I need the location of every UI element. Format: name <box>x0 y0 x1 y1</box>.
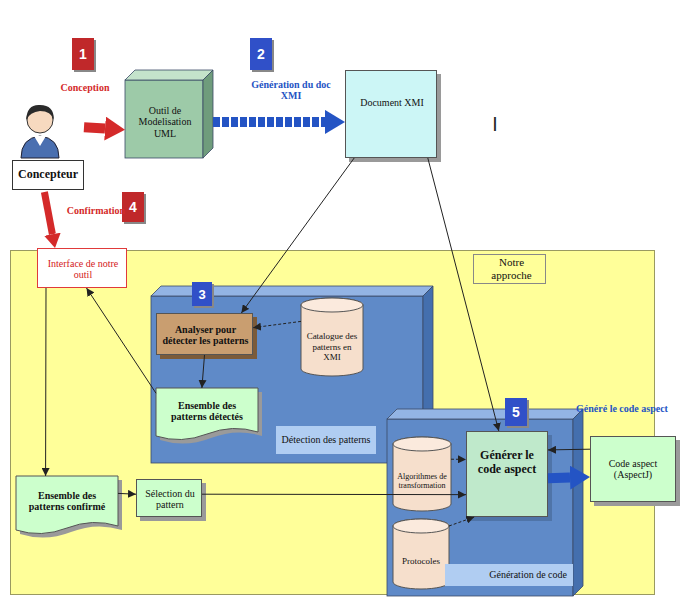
callout-number: 5 <box>505 398 527 426</box>
node-text: Sélection du pattern <box>139 482 201 516</box>
block-arrow <box>84 127 105 128</box>
cylinder-body <box>393 519 449 589</box>
analysis-box: Analyser pour détecter les patterns <box>156 313 253 355</box>
protocol-cylinder: Protocoles <box>393 519 449 589</box>
callout-number: 3 <box>192 282 212 306</box>
box-top <box>125 70 213 80</box>
person-body <box>21 136 59 158</box>
node-text: Ensemble des patterns détectés <box>160 394 254 428</box>
cylinder-top <box>301 298 363 312</box>
person-icon <box>15 98 65 160</box>
pattern-note: Ensemble des patterns confirmé <box>16 476 118 534</box>
approach-band: Notre approche Interface de notre outilDé… <box>10 250 655 595</box>
callout-number: 1 <box>72 38 94 70</box>
node-text: Catalogue des patterns en XMI <box>304 324 360 370</box>
shape-outline <box>393 519 449 589</box>
node-text: Notre approche <box>473 254 546 284</box>
generate-box: Générer le code aspect <box>466 431 548 517</box>
person-collar <box>34 136 46 146</box>
note-shape <box>16 476 118 534</box>
box-front <box>387 419 573 596</box>
edge-label: Génération du doc XMI <box>246 76 336 104</box>
note-shape <box>156 388 258 440</box>
node-text: Analyser pour détecter les patterns <box>159 316 252 354</box>
algorithm-cylinder: Algorithmes de transformation <box>393 437 451 511</box>
output-box: Code aspect (AspectJ) <box>590 436 676 502</box>
node-text: Protocoles <box>395 541 447 581</box>
generation-module: Génération de code Algorithmes de transfo… <box>387 409 583 596</box>
callout-number: 4 <box>122 192 144 222</box>
person-hair <box>26 105 54 120</box>
edge-label: Généré le code aspect <box>566 400 678 418</box>
box-front <box>151 296 423 463</box>
box-top <box>387 409 583 419</box>
node-text: Algorithmes de transformation <box>395 459 449 503</box>
node-text: Code aspect (AspectJ) <box>594 440 672 498</box>
selection-box: Sélection du pattern <box>136 479 202 517</box>
node-text: Génération de code <box>445 564 573 586</box>
cylinder-top <box>393 437 451 451</box>
interface-box: Interface de notre outil <box>37 248 127 288</box>
node-text: Détection des patterns <box>276 426 376 454</box>
node-text: Générer le code aspect <box>471 438 543 488</box>
box-front <box>125 80 203 158</box>
tool-box: Outil de Modelisation UML <box>125 70 213 158</box>
block-arrow <box>44 192 52 234</box>
edge-label: Confirmation <box>64 203 128 219</box>
block-arrow <box>213 117 325 127</box>
node-text: Interface de notre outil <box>40 251 126 287</box>
edge-label: Conception <box>52 80 118 96</box>
box-side <box>573 409 583 596</box>
catalogue-cylinder: Catalogue des patterns en XMI <box>301 298 363 376</box>
callout-number: 2 <box>250 38 272 70</box>
box-side <box>203 70 213 158</box>
node-text: Outil de Modelisation UML <box>129 94 201 150</box>
cylinder-body <box>393 437 451 511</box>
document-box: Document XMI <box>345 70 437 158</box>
node-text: Concepteur <box>12 160 84 190</box>
node-text: Ensemble des patterns confirmé <box>20 482 114 520</box>
node-text: Document XMI <box>350 83 434 123</box>
cursor-mark: | <box>490 112 500 134</box>
pattern-note: Ensemble des patterns détectés <box>156 388 258 440</box>
cylinder-top <box>393 519 449 533</box>
cylinder-body <box>301 298 363 376</box>
